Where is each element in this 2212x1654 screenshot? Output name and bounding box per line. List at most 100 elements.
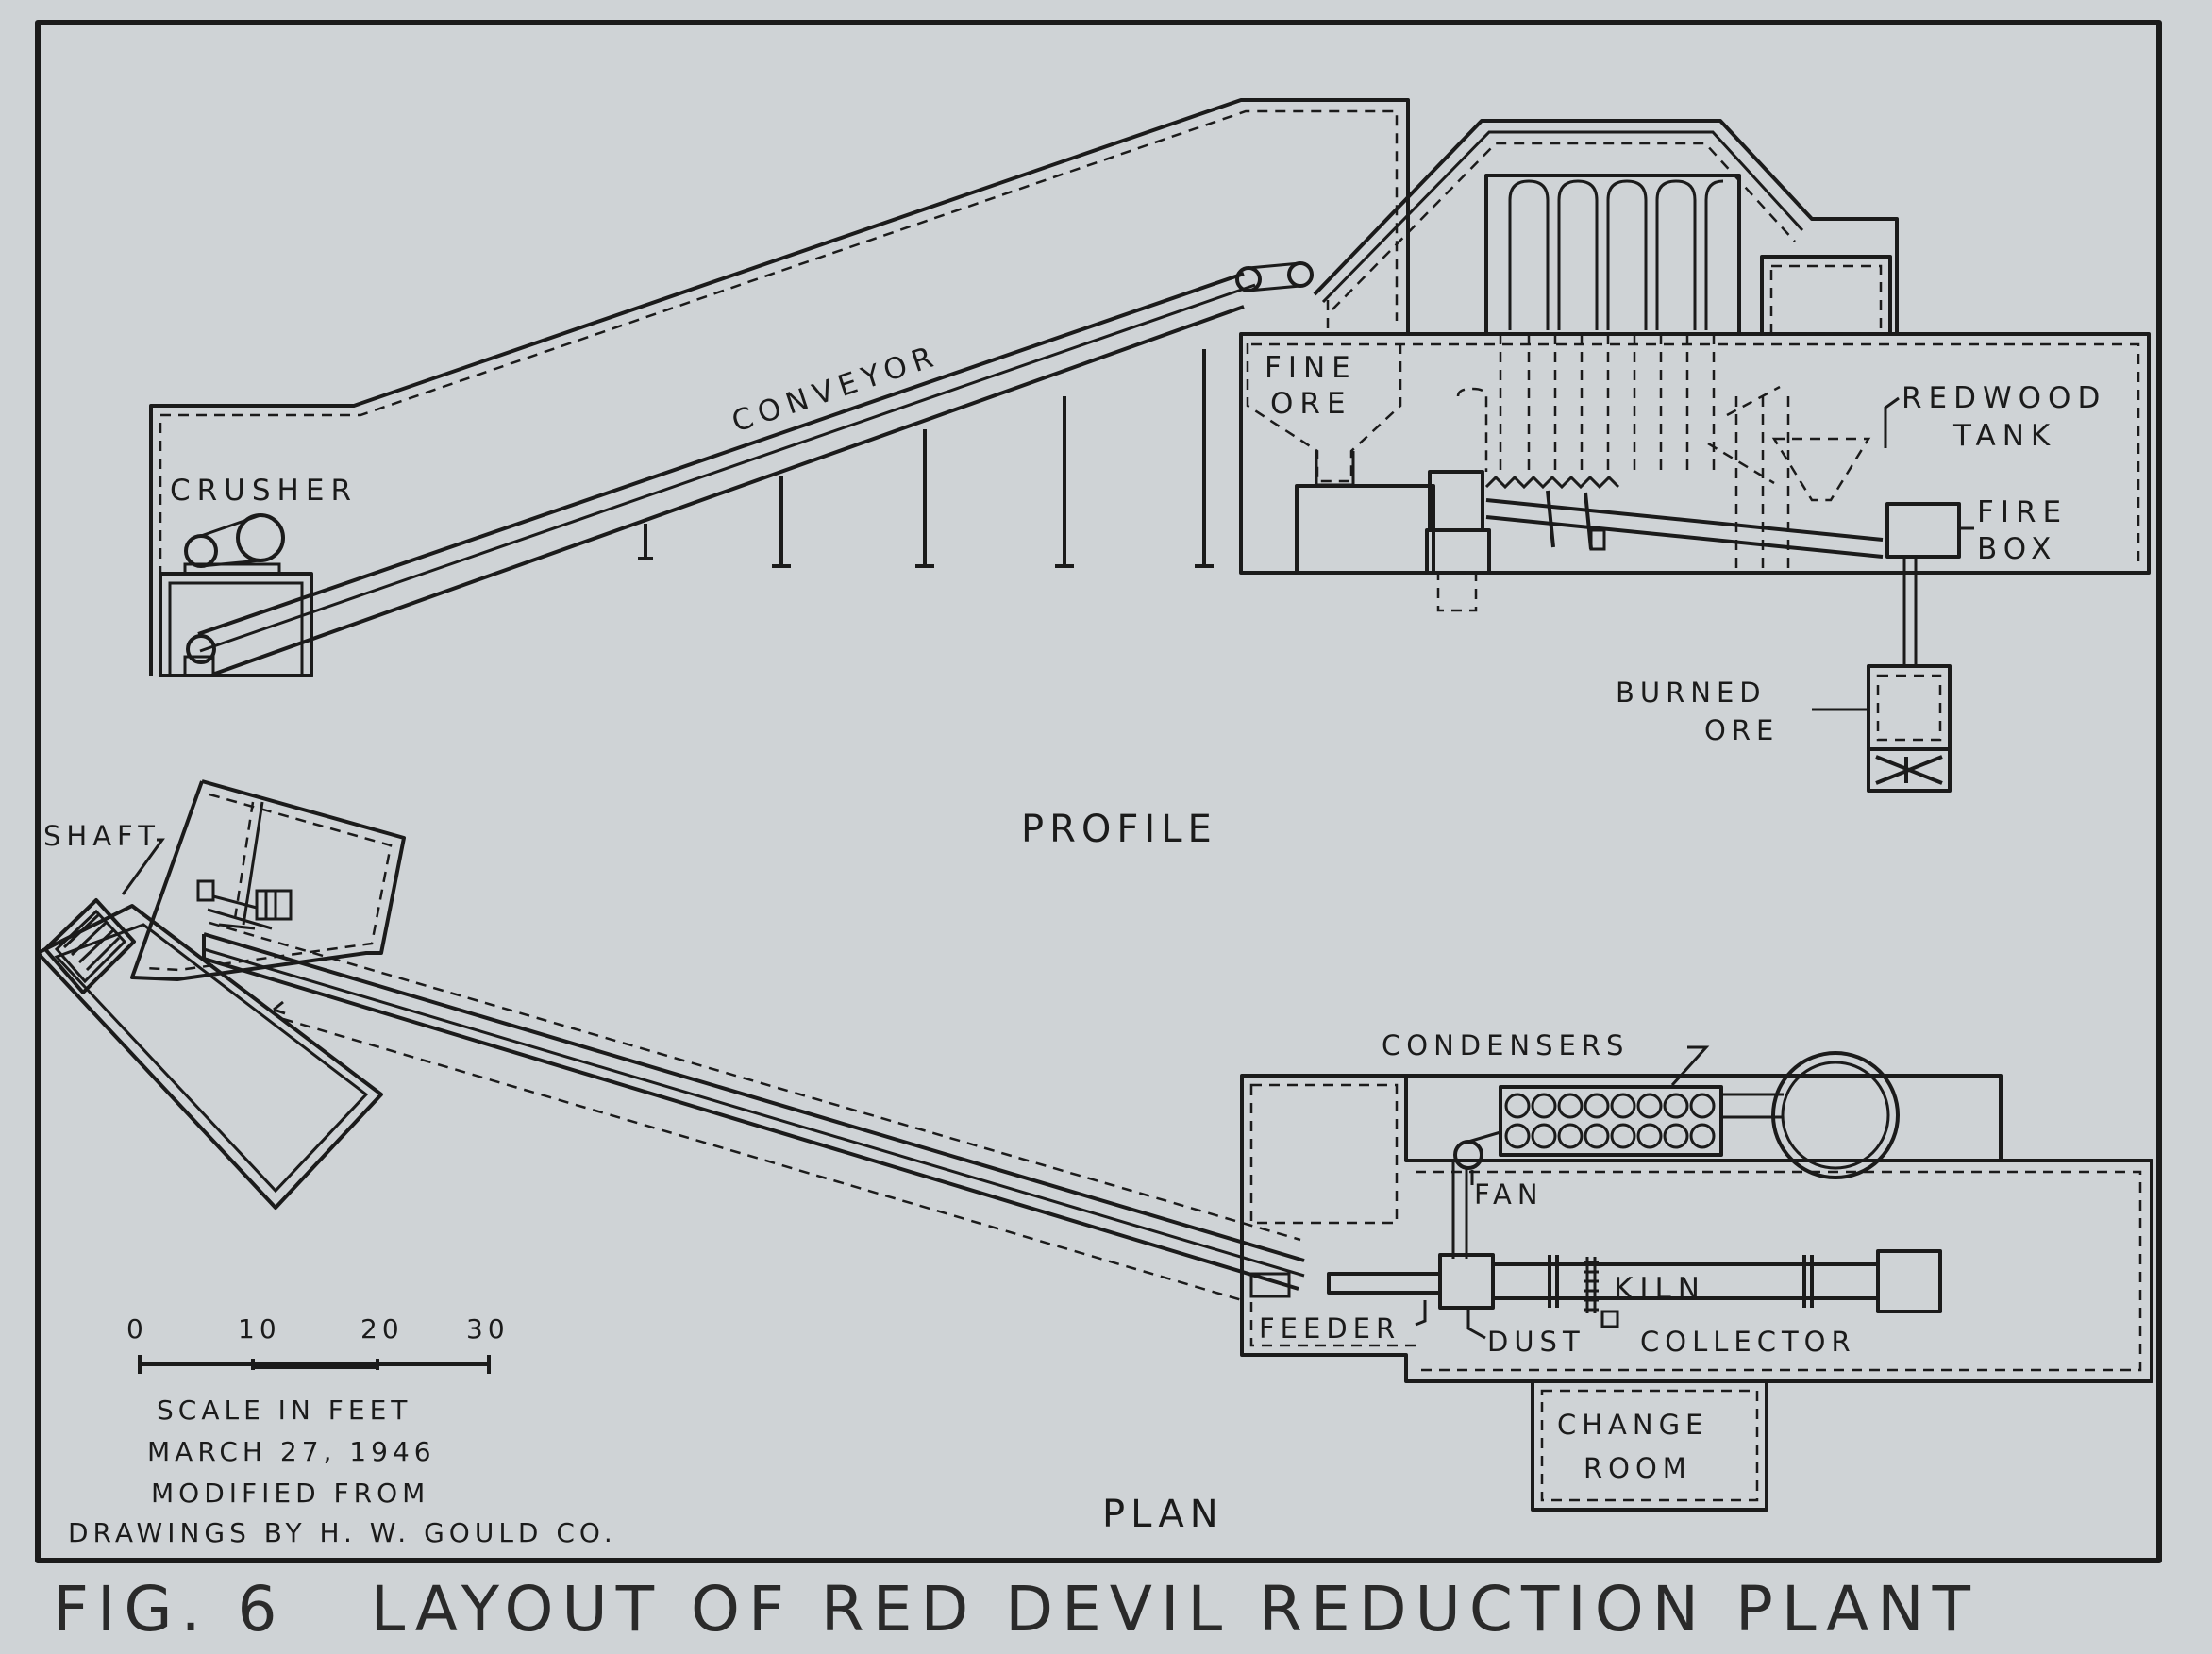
kiln-body [1485,498,1884,559]
plan-mill-dashed-main [1416,1170,2142,1372]
fire-box-label-2: BOX [1977,532,2057,566]
conveyor-support-4 [1055,396,1074,568]
conveyor-support-1 [638,524,653,560]
shaft [43,898,136,994]
fire-box-label-1: FIRE [1977,495,2068,529]
condenser-roof [1313,119,1899,334]
dust-label: DUST [1487,1326,1585,1358]
burned-ore-bin-box [1867,664,1952,751]
conveyor-support-5 [1195,349,1214,568]
fine-ore-label-1: FINE [1265,351,1357,385]
profile-view: CRUSHER CONVEYOR [149,98,2151,851]
feeder-leader [1415,1300,1427,1327]
plan-conveyor [202,921,1305,1302]
plan-gallery-dashed-top [209,921,1301,1242]
burned-ore-label-2: ORE [1704,714,1779,746]
profile-title: PROFILE [1021,808,1217,851]
condenser-bank [1484,174,1741,336]
burned-ore-bin [1867,664,1952,793]
mill-building-dashed [1251,342,2140,562]
drawing-border [35,20,2162,1563]
crusher-tail-box [183,655,215,677]
change-room-label-2: ROOM [1584,1452,1692,1484]
burned-ore-bin-base [1867,747,1952,793]
dust-collector-profile [1428,470,1484,532]
crusher-inner-frame [168,581,304,677]
ore-bin-plan [36,904,383,1210]
plan-kiln [1327,1249,1942,1328]
scale-tick-10: 10 [238,1313,281,1345]
conveyor-belt-bottom [211,305,1245,677]
plan-mill-ne [1404,1076,2001,1162]
conveyor-belt-mid [199,283,1256,653]
fine-ore-label-2: ORE [1270,387,1352,421]
dust-leader [1466,1310,1486,1340]
redwood-tank-box [1760,255,1892,336]
plan-conveyor-bottom [203,957,1299,1291]
fine-ore-bin-outline [1246,343,1402,483]
hoist-cable [207,894,273,930]
plan-title: PLAN [1102,1493,1224,1536]
plan-mill [1240,1074,2153,1383]
plan-mill-outline [1240,1074,2153,1383]
plan-condensers [1451,1051,1900,1259]
fan-label: FAN [1474,1178,1544,1211]
scale-tick-30: 30 [466,1313,510,1345]
conveyor-belt-top [197,272,1245,636]
hoist-drum-1 [196,879,215,902]
feeder-box [1295,484,1435,575]
scale-credit-2: DRAWINGS BY H. W. GOULD CO. [68,1517,617,1548]
shaft-inner [54,909,127,984]
dust-collector [1438,1253,1495,1310]
feeder-label: FEEDER [1259,1312,1400,1345]
crusher-label: CRUSHER [170,474,358,508]
burned-ore-label-1: BURNED [1616,677,1767,709]
condensers-leader [1670,1045,1710,1087]
shaft-outline [43,898,136,994]
plan-mill-dashed-side [1249,1302,1416,1347]
fire-box [1885,502,1961,559]
crusher-base [183,562,281,576]
hoist-house-outline [130,779,406,981]
kiln-drive [1589,528,1606,551]
profile-conveyor [197,261,1314,677]
condenser-tubes [1508,179,1724,330]
redwood-tank-label-1: REDWOOD [1902,381,2106,415]
crusher-flywheel [184,534,218,568]
scale-date: MARCH 27, 1946 [147,1436,436,1467]
feeder-chute [1327,1272,1442,1295]
conveyor-housing-outline [149,98,1410,676]
conveyor-head-belt [1248,261,1301,292]
change-room [1531,1379,1768,1512]
kiln-tire-1 [1546,490,1555,548]
condenser-housing [1313,119,1899,336]
hoist-drum-lines [264,891,277,919]
redwood-tank-plan-inner [1781,1061,1890,1170]
kiln-drive-plan [1600,1310,1619,1328]
condenser-roof-inner [1321,130,1804,304]
kiln-teeth [1484,475,1620,490]
fine-ore-hopper [1315,451,1355,487]
plan-gallery-dashed-bottom [282,1017,1243,1302]
scale-bar: 0 10 20 30 SCALE IN FEET MARCH 27, 1946 … [68,1313,617,1548]
condenser-circles [1504,1093,1716,1149]
hoist-drum-2 [255,889,293,921]
hoist-house-dashed [144,793,393,972]
kiln-tire-b [1802,1255,1814,1308]
redwood-tank-dashed [1769,264,1883,336]
condenser-dashed-legs [1456,334,1871,573]
plan-mill-dashed-nw [1249,1083,1399,1225]
crusher-frame [159,572,313,677]
shaft-label: SHAFT [43,820,160,852]
ore-bin-plan-inner [54,923,369,1194]
hoist-house [130,779,406,981]
dust-collector-base [1425,528,1491,575]
hoist-house-partition-dashed [232,801,255,926]
redwood-tank-label-2: TANK [1952,419,2056,453]
condensers-label: CONDENSERS [1382,1029,1629,1061]
kiln-tire-a [1548,1255,1559,1308]
scale-caption: SCALE IN FEET [157,1395,411,1426]
redwood-tank-plan [1771,1051,1900,1179]
fire-box-plan [1876,1249,1942,1313]
feeder-device [1249,1272,1291,1298]
